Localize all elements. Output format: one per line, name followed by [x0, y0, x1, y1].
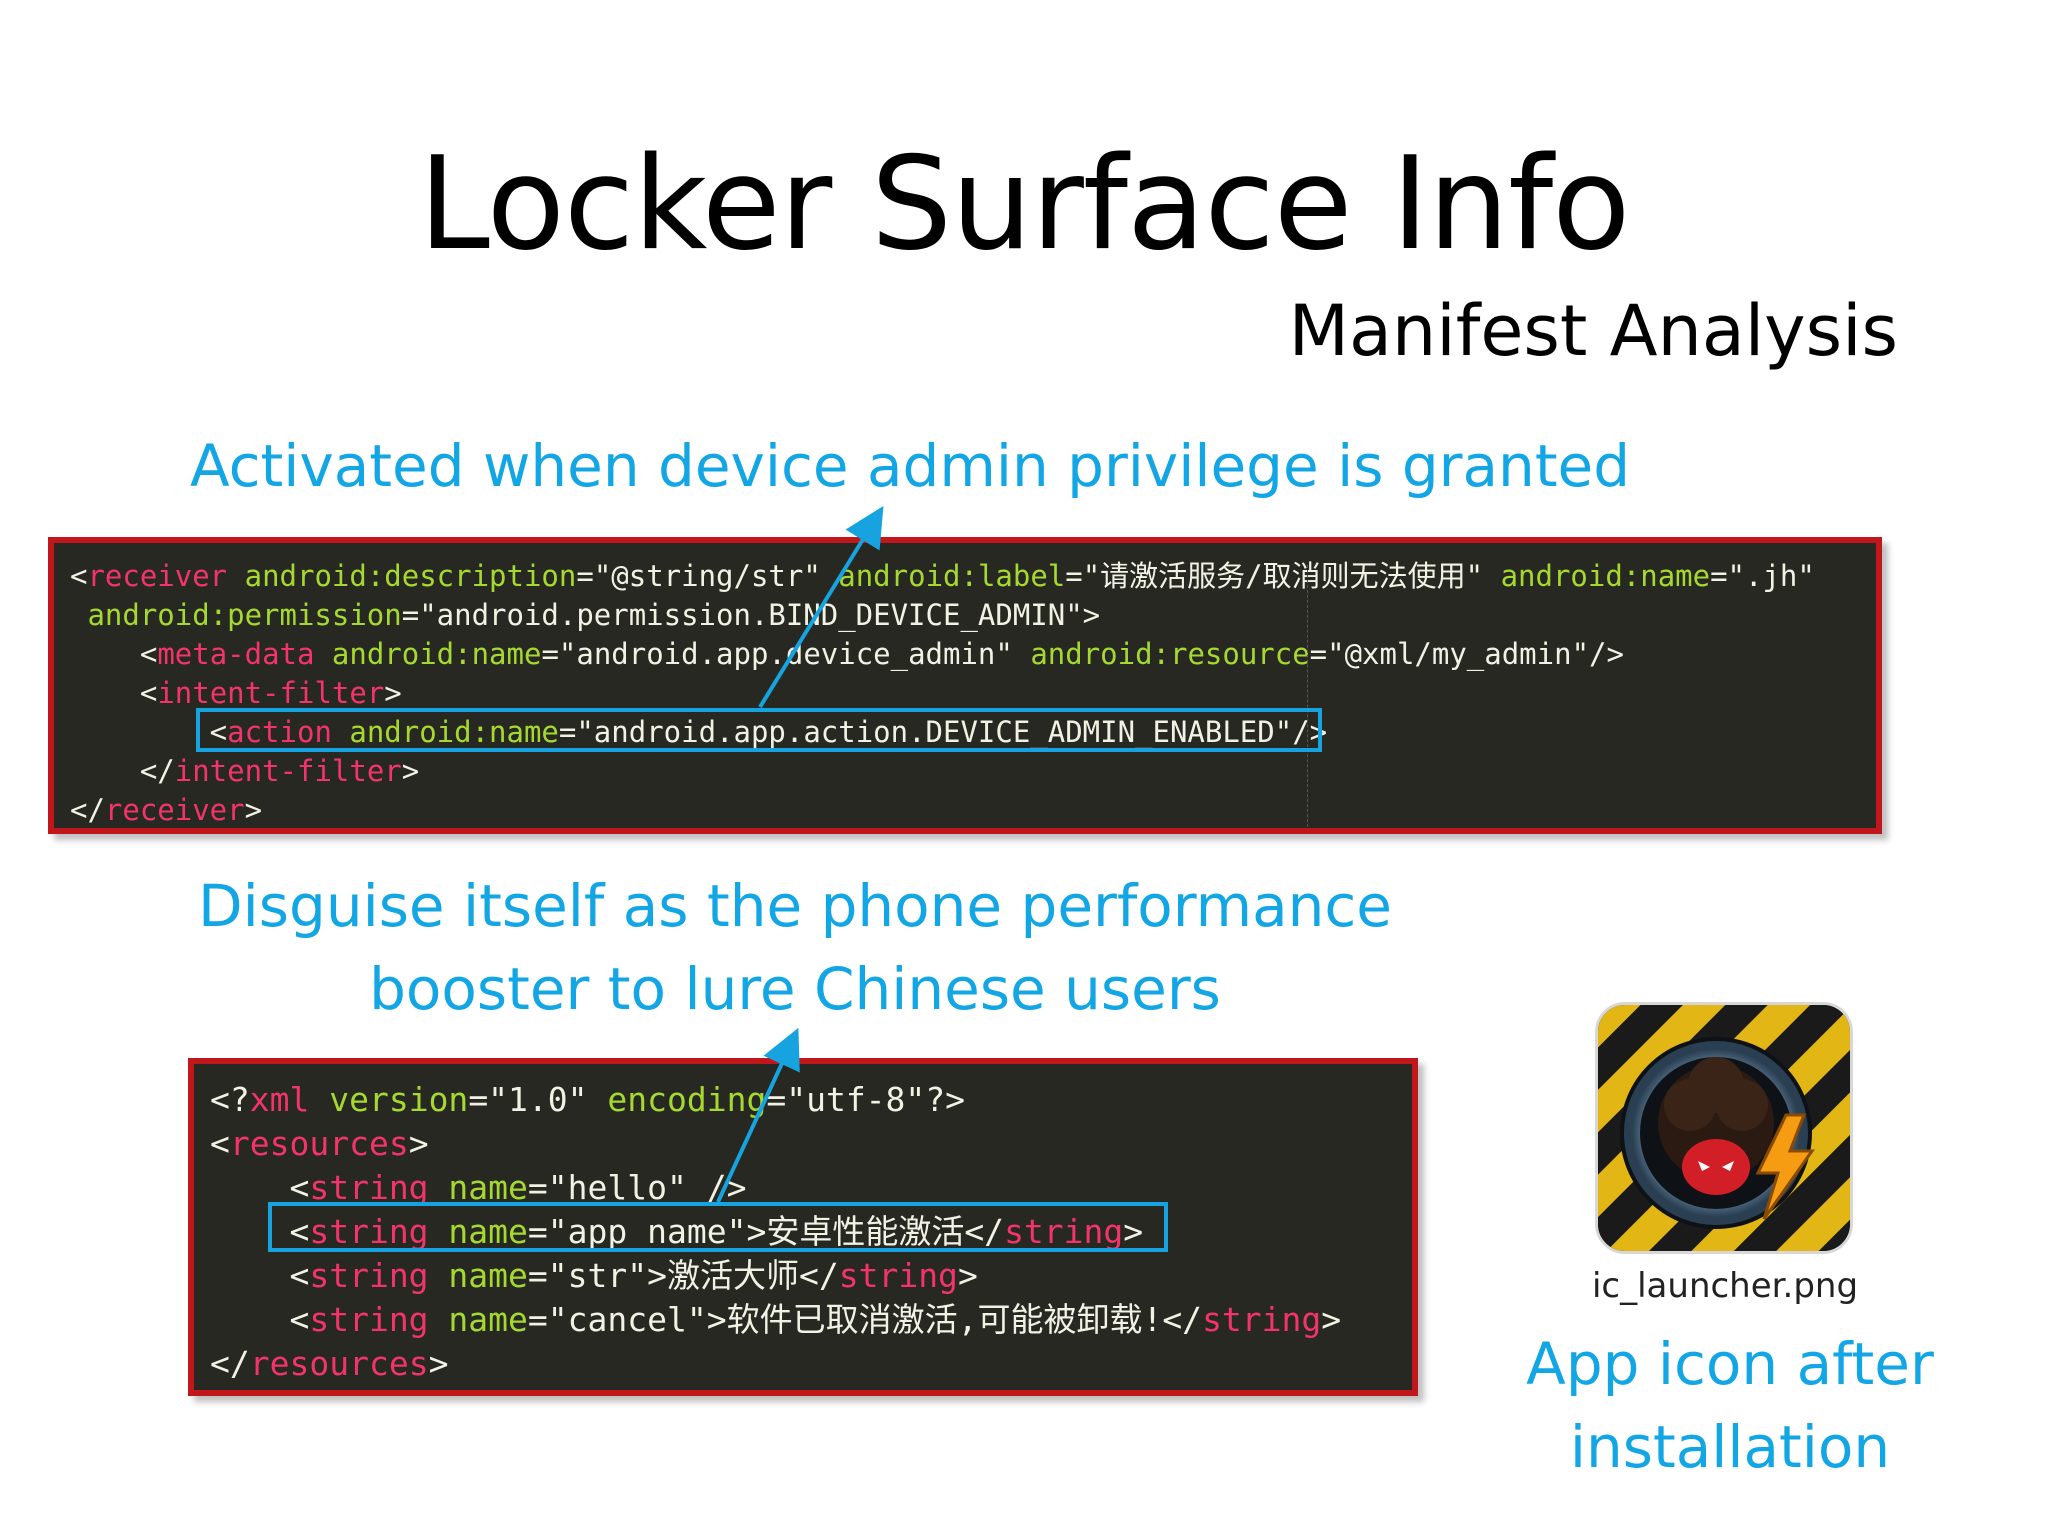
code-token: ="android.app.device_admin": [541, 637, 1031, 671]
code-token: ="@xml/my_admin"/>: [1309, 637, 1624, 671]
code-token: android:label: [838, 559, 1066, 593]
code-token: >: [384, 676, 402, 710]
code-token: string: [309, 1300, 429, 1339]
slide-subtitle: Manifest Analysis: [1288, 290, 1898, 372]
code-line: <resources>: [210, 1122, 1412, 1166]
code-token: string: [309, 1256, 429, 1295]
code-token: resources: [229, 1124, 409, 1163]
code-line: <receiver android:description="@string/s…: [70, 557, 1876, 596]
code-token: ="str">激活大师</: [527, 1256, 839, 1295]
code-token: <: [70, 715, 228, 749]
code-token: action: [227, 715, 332, 749]
code-token: android:permission: [70, 598, 402, 632]
code-token: </: [70, 754, 175, 788]
code-token: xml: [249, 1080, 310, 1119]
code-token: string: [309, 1212, 429, 1251]
code-token: <?: [210, 1080, 250, 1119]
code-line: </intent-filter>: [70, 752, 1876, 791]
code-token: version: [309, 1080, 469, 1119]
code-token: >: [1321, 1300, 1342, 1339]
code-line: <intent-filter>: [70, 674, 1876, 713]
code-token: receiver: [87, 559, 228, 593]
code-token: string: [838, 1256, 958, 1295]
code-line: <string name="cancel">软件已取消激活,可能被卸载!</st…: [210, 1298, 1412, 1342]
code-token: encoding: [607, 1080, 767, 1119]
code-token: name: [428, 1212, 528, 1251]
code-token: intent-filter: [174, 754, 402, 788]
code-line: </resources>: [210, 1342, 1412, 1386]
code-token: name: [428, 1256, 528, 1295]
code-token: android:description: [227, 559, 577, 593]
code-token: ="1.0": [468, 1080, 608, 1119]
code-token: android:name: [331, 715, 559, 749]
code-token: android:name: [1500, 559, 1711, 593]
code-token: <: [70, 559, 88, 593]
code-token: >: [957, 1256, 978, 1295]
disguise-annotation-line2: booster to lure Chinese users: [369, 955, 1221, 1023]
icon-annotation-line1: App icon after: [1526, 1330, 1934, 1398]
code-token: resources: [249, 1344, 429, 1383]
code-token: intent-filter: [157, 676, 385, 710]
admin-annotation: Activated when device admin privilege is…: [190, 432, 1631, 500]
app-name-highlight: [268, 1202, 1168, 1252]
code-token: <: [210, 1300, 310, 1339]
strings-code-block: <?xml version="1.0" encoding="utf-8"?><r…: [188, 1058, 1418, 1396]
code-line: <meta-data android:name="android.app.dev…: [70, 635, 1876, 674]
code-token: android:resource: [1030, 637, 1310, 671]
code-line: <string name="app_name">安卓性能激活</string>: [210, 1210, 1412, 1254]
manifest-code-block: <receiver android:description="@string/s…: [48, 537, 1882, 834]
device-admin-enabled-highlight: [196, 708, 1322, 752]
code-token: <: [210, 1256, 310, 1295]
code-token: <: [70, 637, 158, 671]
disguise-annotation-line1: Disguise itself as the phone performance: [198, 872, 1392, 940]
editor-column-guide: [1307, 565, 1308, 827]
icon-annotation-line2: installation: [1569, 1413, 1891, 1481]
code-token: string: [1202, 1300, 1322, 1339]
code-line: <string name="str">激活大师</string>: [210, 1254, 1412, 1298]
code-line: <string name="hello" />: [210, 1166, 1412, 1210]
icon-filename: ic_launcher.png: [1591, 1266, 1859, 1306]
code-token: >: [408, 1124, 429, 1163]
code-token: ="android.permission.BIND_DEVICE_ADMIN">: [401, 598, 1101, 632]
code-token: ="android.app.action.DEVICE_ADMIN_ENABLE…: [558, 715, 1328, 749]
code-token: android:name: [314, 637, 542, 671]
code-token: meta-data: [157, 637, 315, 671]
code-token: <: [210, 1168, 310, 1207]
code-token: ="app_name">安卓性能激活</: [527, 1212, 1005, 1251]
code-line: android:permission="android.permission.B…: [70, 596, 1876, 635]
code-token: =".jh": [1710, 559, 1815, 593]
code-token: ="请激活服务/取消则无法使用": [1065, 559, 1501, 593]
code-line: <?xml version="1.0" encoding="utf-8"?>: [210, 1078, 1412, 1122]
code-line: <action android:name="android.app.action…: [70, 713, 1876, 752]
code-token: >: [244, 793, 263, 827]
code-token: string: [309, 1168, 429, 1207]
slide-title: Locker Surface Info: [418, 130, 1631, 279]
code-token: ="cancel">软件已取消激活,可能被卸载!</: [527, 1300, 1203, 1339]
strings-code-lines: <?xml version="1.0" encoding="utf-8"?><r…: [210, 1078, 1412, 1386]
spider-locker-app-icon: [1595, 1002, 1853, 1254]
manifest-code-lines: <receiver android:description="@string/s…: [70, 557, 1876, 828]
code-token: >: [1123, 1212, 1144, 1251]
code-token: string: [1004, 1212, 1124, 1251]
code-line: </receiver>: [70, 791, 1876, 828]
code-token: >: [401, 754, 420, 788]
code-token: </: [70, 793, 105, 827]
code-token: name: [428, 1300, 528, 1339]
code-token: ="@string/str": [576, 559, 839, 593]
code-token: >: [428, 1344, 449, 1383]
code-token: <: [70, 676, 158, 710]
code-token: name: [428, 1168, 528, 1207]
code-token: <: [210, 1212, 310, 1251]
code-token: receiver: [104, 793, 245, 827]
code-token: <: [210, 1124, 230, 1163]
code-token: </: [210, 1344, 250, 1383]
code-token: ="utf-8"?>: [766, 1080, 966, 1119]
